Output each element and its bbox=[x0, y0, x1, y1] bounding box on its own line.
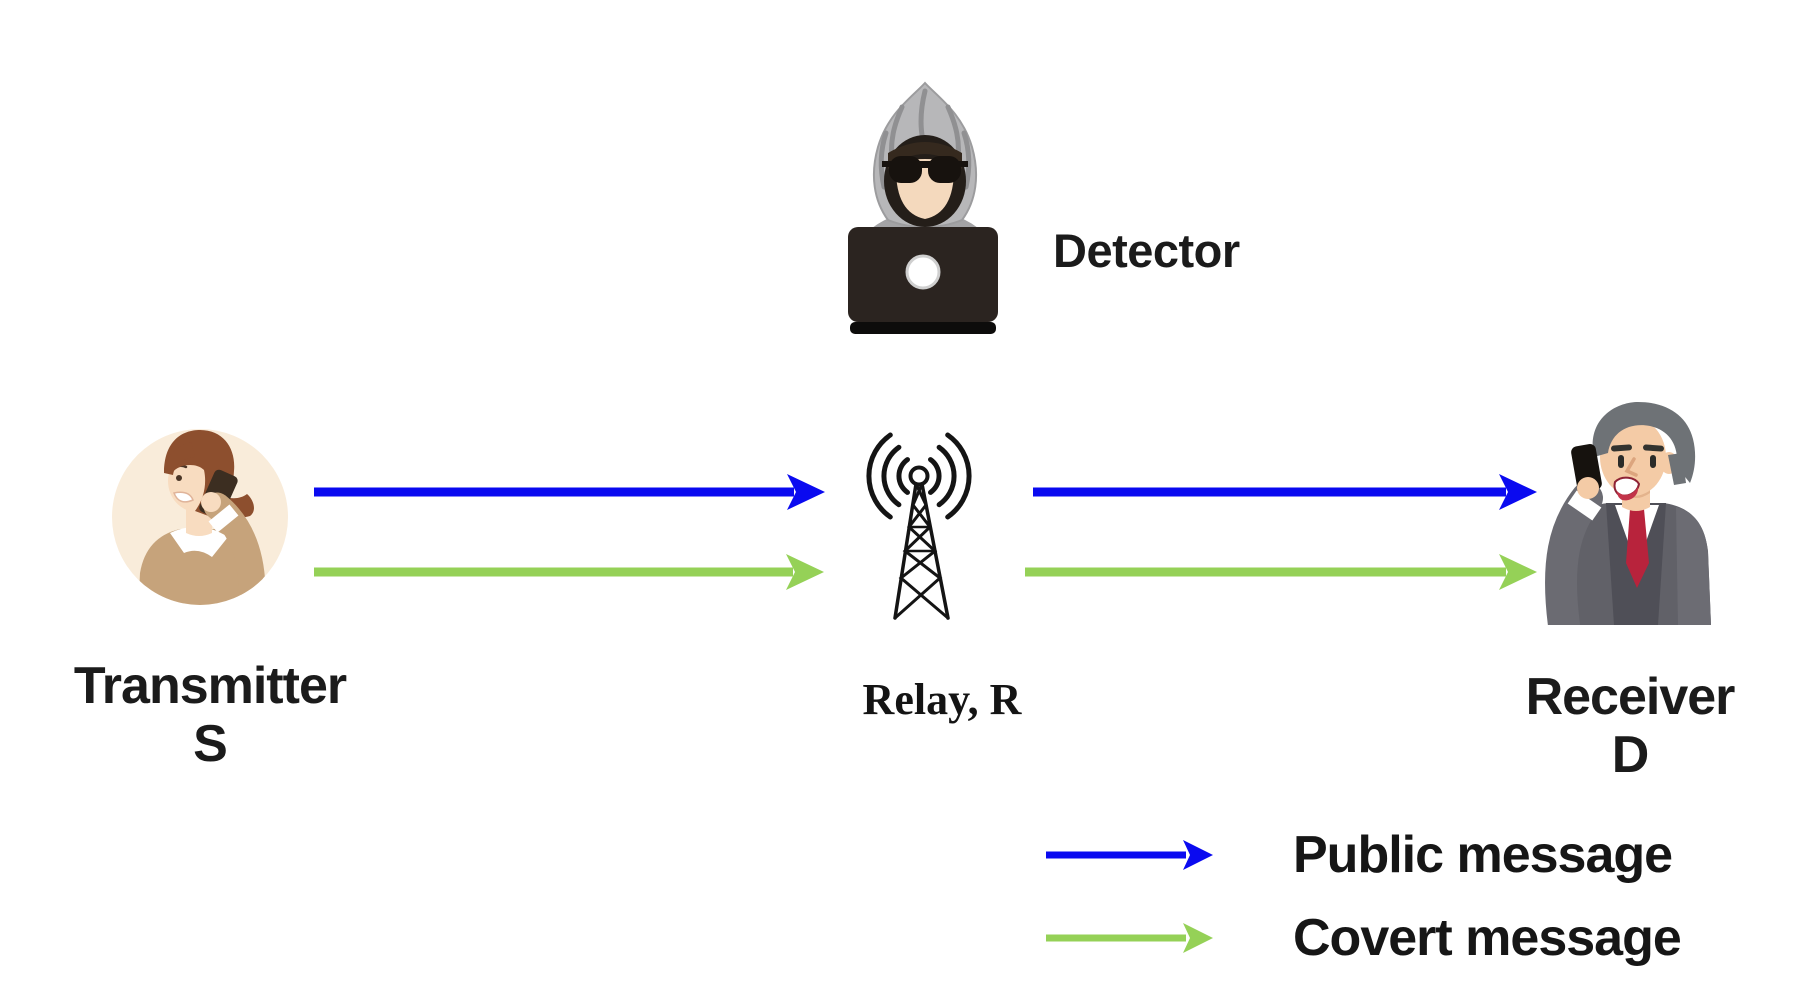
woman-caller-avatar bbox=[112, 429, 288, 605]
transmitter-label-id: S bbox=[193, 715, 228, 773]
arrow-public-r-to-d bbox=[1033, 474, 1537, 510]
legend-public-label: Public message bbox=[1293, 826, 1673, 884]
receiver-label-name: Receiver bbox=[1525, 668, 1736, 726]
businessman-caller-avatar bbox=[1544, 402, 1711, 625]
arrow-covert-r-to-d bbox=[1025, 554, 1537, 590]
detector-label: Detector bbox=[1053, 224, 1240, 277]
relay-label: Relay, R bbox=[862, 675, 1022, 724]
arrow-public-s-to-r bbox=[314, 474, 825, 510]
arrow-covert-s-to-r bbox=[314, 554, 824, 590]
receiver-label: Receiver D bbox=[1480, 668, 1780, 784]
legend-covert-arrow bbox=[1046, 923, 1213, 953]
legend-public-arrow bbox=[1046, 840, 1213, 870]
hacker-detector-icon bbox=[848, 81, 998, 334]
relay-antenna-icon bbox=[866, 432, 972, 620]
receiver-label-id: D bbox=[1611, 726, 1650, 784]
transmitter-label-name: Transmitter bbox=[73, 657, 347, 715]
transmitter-label: Transmitter S bbox=[60, 657, 360, 773]
legend-covert-label: Covert message bbox=[1293, 909, 1682, 967]
